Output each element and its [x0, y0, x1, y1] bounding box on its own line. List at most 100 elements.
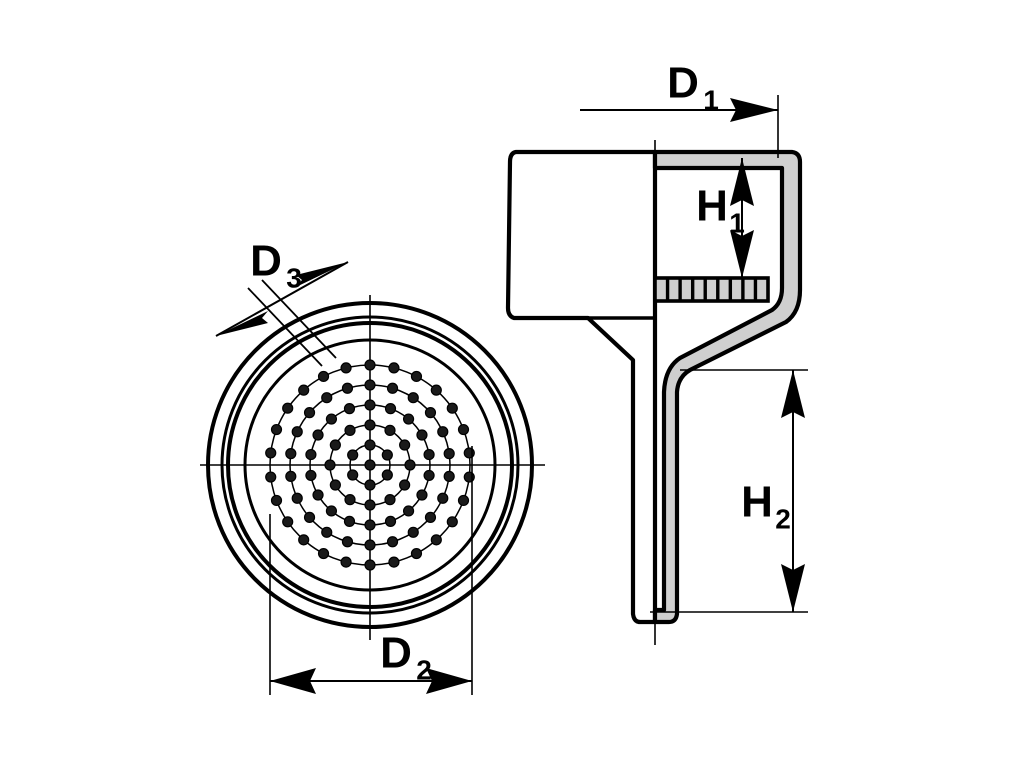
perforation-hole — [265, 471, 277, 483]
d3-arrow-left — [216, 311, 268, 336]
perforation-hole — [410, 370, 423, 383]
h1-arrow-top — [730, 158, 754, 206]
d3-leader-group — [215, 261, 349, 367]
perforation-hole — [430, 384, 442, 396]
perforation-hole — [270, 423, 283, 436]
perforation-hole — [457, 423, 470, 436]
perforation-hole — [381, 449, 393, 461]
perforation-hole — [457, 494, 470, 507]
d1-arrow-right — [730, 98, 778, 122]
h2-label-subscript: 2 — [775, 503, 791, 534]
perforation-hole — [364, 459, 376, 471]
perforation-hole — [321, 526, 333, 538]
perforation-hole — [364, 379, 376, 391]
perforation-hole — [402, 505, 415, 517]
perforation-hole — [341, 382, 354, 394]
h1-dimension-group — [730, 158, 754, 278]
d2-arrow-right — [426, 668, 472, 694]
perforation-hole — [386, 382, 399, 394]
perforation-hole — [407, 392, 419, 404]
perforation-hole — [364, 439, 376, 451]
perforation-hole — [303, 407, 316, 419]
funnel-exterior-left-profile — [505, 149, 658, 625]
perforation-hole — [325, 413, 338, 425]
d2-label-subscript: 2 — [416, 654, 432, 685]
h1-arrow-bottom — [730, 230, 754, 278]
d2-arrow-left — [270, 668, 316, 694]
perforation-hole — [343, 403, 356, 415]
perforation-hole — [291, 492, 303, 504]
perforation-hole — [303, 511, 316, 523]
perforation-hole — [386, 536, 399, 548]
perforation-hole — [317, 370, 330, 383]
d3-leader-line-1 — [247, 287, 323, 367]
d1-dimension-group — [580, 95, 779, 158]
funnel-wall-section-right — [652, 149, 803, 625]
h2-arrow-bottom — [781, 564, 805, 612]
perforation-hole — [388, 556, 400, 568]
perforation-hole — [321, 392, 333, 404]
perforation-hole — [265, 447, 277, 459]
d3-label-subscript: 3 — [286, 262, 302, 293]
perforation-hole — [285, 448, 297, 460]
perforation-hole — [347, 449, 359, 461]
perforation-hole — [423, 448, 435, 461]
h1-label-letter: H — [696, 182, 728, 231]
perforation-hole — [344, 424, 356, 436]
perforation-hole-pattern — [265, 359, 475, 571]
plan-view-perforated-plate: D 3 D 2 — [200, 237, 545, 695]
frit-plate-body — [653, 276, 770, 303]
h2-arrow-top — [781, 370, 805, 418]
d3-dimension-line — [215, 261, 349, 337]
perforation-hole — [416, 489, 428, 501]
perforation-hole — [329, 439, 341, 451]
perforation-hole — [384, 403, 397, 415]
perforation-hole — [305, 448, 317, 461]
perforation-hole — [282, 516, 294, 528]
perforation-hole — [343, 515, 356, 527]
perforation-hole — [291, 426, 303, 438]
perforation-hole — [404, 459, 416, 471]
perforation-hole — [364, 499, 376, 511]
perforation-hole — [329, 479, 341, 491]
d2-dimension-group — [269, 446, 473, 695]
d3-leader-line-2 — [261, 279, 337, 359]
perforation-hole — [364, 559, 376, 571]
perforation-hole — [388, 362, 400, 374]
perforation-hole — [399, 439, 411, 451]
perforation-hole — [399, 479, 411, 491]
perforation-hole — [443, 448, 455, 460]
perforation-hole — [364, 539, 376, 551]
perforation-hole — [341, 536, 354, 548]
perforation-hole — [437, 426, 449, 438]
perforated-plate-section — [653, 276, 770, 303]
perforation-hole — [410, 547, 423, 560]
perforation-hole — [430, 534, 442, 546]
d2-label-letter: D — [380, 629, 412, 678]
d1-label-letter: D — [667, 59, 699, 108]
perforation-hole — [446, 402, 458, 414]
perforation-hole — [298, 534, 310, 546]
perforation-hole — [364, 399, 376, 411]
perforation-hole — [317, 547, 330, 560]
plate-edge-circle — [243, 338, 497, 592]
perforation-hole — [384, 515, 397, 527]
perforation-hole — [437, 492, 449, 504]
perforation-hole — [402, 413, 415, 425]
perforation-hole — [324, 459, 336, 471]
perforation-hole — [424, 511, 437, 523]
cross-section-view: D 1 H 1 H 2 — [505, 59, 808, 645]
perforation-hole — [340, 556, 352, 568]
perforation-hole — [325, 505, 338, 517]
d3-label-letter: D — [250, 237, 282, 286]
perforation-hole — [381, 469, 393, 481]
perforation-hole — [423, 469, 435, 482]
outer-rim-circle — [206, 301, 534, 629]
perforation-hole — [384, 494, 396, 506]
d3-arrow-right — [296, 262, 348, 287]
h2-label-letter: H — [741, 478, 773, 527]
perforation-hole — [364, 519, 376, 531]
perforation-hole — [312, 489, 324, 501]
perforation-hole — [364, 359, 376, 371]
